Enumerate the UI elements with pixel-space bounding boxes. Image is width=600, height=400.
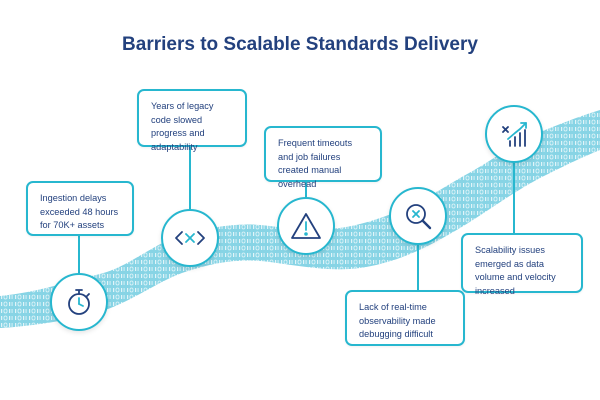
connector-line [417, 245, 419, 292]
barrier-text: Scalability issues emerged as data volum… [475, 245, 556, 296]
barrier-card-scalability: Scalability issues emerged as data volum… [461, 233, 583, 296]
barrier-text: Years of legacy code slowed progress and… [151, 101, 214, 152]
node-code-brackets [161, 209, 219, 267]
barrier-card-observability: Lack of real-time observability made deb… [345, 290, 465, 346]
connector-line [513, 149, 515, 234]
barrier-card-ingestion: Ingestion delays exceeded 48 hours for 7… [26, 181, 134, 236]
connector-line [189, 147, 191, 211]
node-stopwatch [50, 273, 108, 331]
connector-line [305, 180, 307, 206]
barrier-text: Lack of real-time observability made deb… [359, 302, 436, 339]
node-magnifier [389, 187, 447, 245]
code-brackets-icon [175, 231, 205, 245]
barrier-text: Ingestion delays exceeded 48 hours for 7… [40, 193, 119, 230]
node-warning [277, 197, 335, 255]
warning-triangle-icon [291, 213, 321, 239]
barrier-text: Frequent timeouts and job failures creat… [278, 138, 353, 189]
node-growth-chart [485, 105, 543, 163]
stopwatch-icon [68, 289, 90, 315]
page-title: Barriers to Scalable Standards Delivery [122, 34, 478, 55]
barrier-card-legacy-code: Years of legacy code slowed progress and… [137, 89, 247, 152]
barrier-card-timeouts: Frequent timeouts and job failures creat… [264, 126, 382, 189]
magnifier-x-icon [406, 204, 432, 230]
connector-line [78, 234, 80, 278]
growth-chart-icon [502, 122, 527, 147]
